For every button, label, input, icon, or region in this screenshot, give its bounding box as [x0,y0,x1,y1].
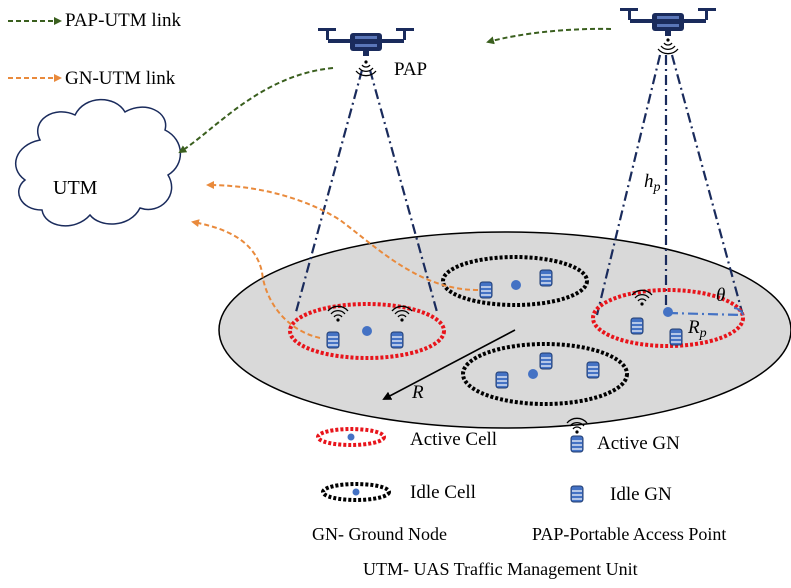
gn-utm-link-top [206,181,479,291]
disk-radius-label: R [412,382,424,403]
active-gn-legend-icon [570,435,584,453]
idle-gn-bottom-1 [495,371,509,389]
cell-center-right [663,307,673,317]
idle-cell-legend-dot [352,488,360,496]
active-gn-right-1 [630,317,644,335]
cell-radius-label: Rp [688,317,707,341]
theta-label: θ [716,285,726,306]
idle-gn-top-2 [539,269,553,287]
idle-gn-bottom-2 [539,352,553,370]
active-cell-legend-label: Active Cell [410,429,498,450]
pap-utm-link-left [178,67,334,154]
left-beam-right [368,69,439,313]
cell-center-left [362,326,372,336]
pap-drone-left [318,28,414,56]
right-beam-left [595,54,662,316]
pap-left-antenna-icon [355,59,377,77]
active-cell-left [288,302,446,360]
cell-radius-line [667,311,743,317]
cell-center-bottom [528,369,538,379]
idle-gn-top-1 [479,281,493,299]
footnote-pap: PAP-Portable Access Point [532,524,727,544]
active-gn-legend-label: Active GN [597,433,680,454]
active-gn-left-2 [390,331,404,349]
pap-utm-link-right [486,27,612,45]
active-gn-left-1 [326,331,340,349]
pap-utm-link-legend-label: PAP-UTM link [65,10,181,31]
pap-right-antenna-icon [657,37,679,55]
utm-label: UTM [53,177,98,199]
cell-center-top [511,280,521,290]
active-cell-right [591,288,745,348]
idle-gn-right [669,328,683,346]
footnote-utm: UTM- UAS Traffic Management Unit [363,559,638,579]
left-beam-left [294,69,364,313]
pap-drone-right [620,8,716,36]
idle-cell-legend-label: Idle Cell [410,482,476,503]
theta-arc [733,307,744,316]
disk-radius-arrow [382,329,516,400]
idle-gn-legend-label: Idle GN [610,484,672,505]
idle-cell-legend-icon [321,482,391,502]
pap-label: PAP [394,59,428,80]
right-beam-right [670,54,744,313]
gn-utm-link-legend-label: GN-UTM link [65,68,176,89]
utm-cloud [15,98,182,227]
height-label: hp [644,171,661,195]
active-cell-legend-icon [316,427,386,447]
idle-gn-legend-icon [570,485,584,503]
gn-utm-link-left [191,219,321,339]
active-cell-legend-dot [347,433,355,441]
idle-cell-top [441,255,589,307]
idle-gn-bottom-3 [586,361,600,379]
footnote-gn: GN- Ground Node [312,524,447,544]
idle-cell-bottom [461,342,629,406]
coverage-disk [218,231,791,429]
